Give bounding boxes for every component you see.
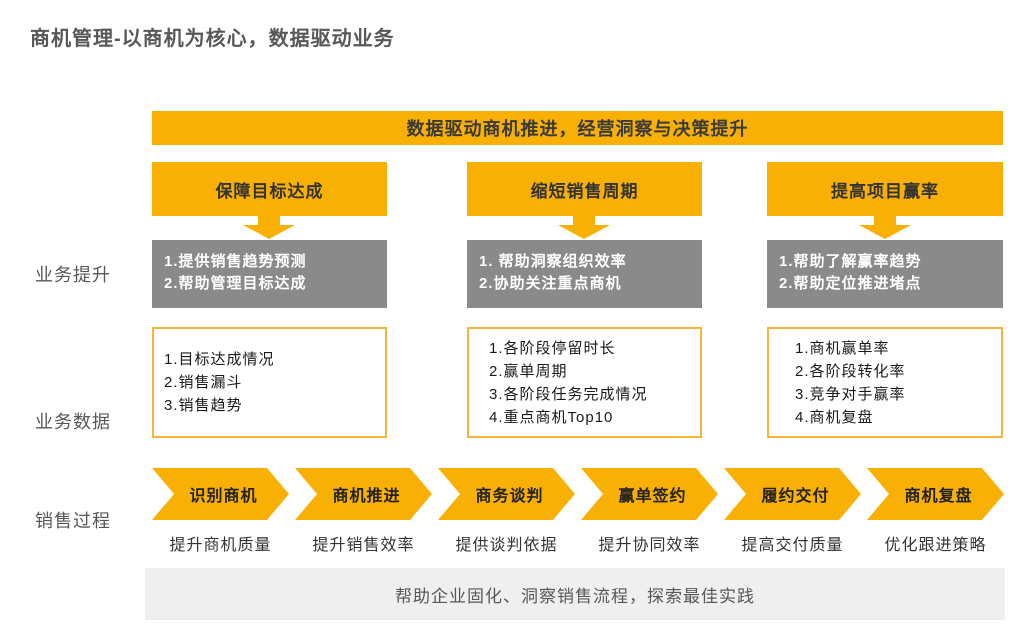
metric-line: 1.商机赢单率 — [795, 339, 890, 357]
stage-chevron-5: 履约交付 — [724, 468, 861, 520]
metric-line: 1.目标达成情况 — [164, 351, 275, 368]
metric-line: 2.赢单周期 — [489, 362, 568, 380]
goal-box-3: 提高项目赢率 — [767, 162, 1003, 216]
metric-box-1: 1.目标达成情况 2.销售漏斗 3.销售趋势 — [152, 327, 387, 438]
benefit-line: 1.提供销售趋势预测 — [164, 253, 307, 270]
stage-value-4: 提升协同效率 — [598, 537, 701, 554]
stage-chevron-2: 商机推进 — [295, 468, 432, 520]
stage-chevron-3: 商务谈判 — [438, 468, 575, 520]
goal-box-1: 保障目标达成 — [152, 162, 387, 216]
stage-value-5: 提高交付质量 — [741, 537, 844, 554]
metric-line: 2.各阶段转化率 — [795, 362, 906, 380]
stage-chevron-4: 赢单签约 — [581, 468, 718, 520]
benefit-line: 2.帮助管理目标达成 — [164, 275, 307, 292]
metric-line: 3.竞争对手赢率 — [795, 385, 906, 403]
metric-line: 3.销售趋势 — [164, 397, 243, 414]
stage-value-3: 提供谈判依据 — [455, 537, 558, 554]
down-arrow-icon — [859, 216, 911, 239]
benefit-box-1: 1.提供销售趋势预测 2.帮助管理目标达成 — [152, 240, 387, 308]
metric-box-2: 1.各阶段停留时长 2.赢单周期 3.各阶段任务完成情况 4.重点商机Top10 — [467, 327, 702, 438]
metric-line: 3.各阶段任务完成情况 — [489, 385, 648, 403]
metric-box-3: 1.商机赢单率 2.各阶段转化率 3.竞争对手赢率 4.商机复盘 — [767, 327, 1003, 438]
down-arrow-icon — [558, 216, 610, 239]
page-title: 商机管理-以商机为核心，数据驱动业务 — [30, 28, 395, 50]
benefit-line: 2.帮助定位推进堵点 — [779, 275, 922, 292]
goal-box-2: 缩短销售周期 — [467, 162, 702, 216]
row-label-business-benefit: 业务提升 — [35, 265, 111, 285]
row-label-sales-process: 销售过程 — [35, 511, 111, 531]
top-banner: 数据驱动商机推进，经营洞察与决策提升 — [152, 111, 1003, 145]
benefit-box-2: 1. 帮助洞察组织效率 2.协助关注重点商机 — [467, 240, 702, 308]
benefit-line: 1.帮助了解赢率趋势 — [779, 253, 922, 270]
metric-line: 1.各阶段停留时长 — [489, 339, 616, 357]
stage-value-2: 提升销售效率 — [312, 537, 415, 554]
stage-value-6: 优化跟进策略 — [884, 537, 987, 554]
down-arrow-icon — [243, 216, 295, 239]
metric-line: 4.商机复盘 — [795, 408, 874, 426]
row-label-business-data: 业务数据 — [35, 412, 111, 432]
metric-line: 2.销售漏斗 — [164, 374, 243, 391]
benefit-line: 1. 帮助洞察组织效率 — [479, 253, 627, 270]
stage-value-1: 提升商机质量 — [169, 537, 272, 554]
benefit-line: 2.协助关注重点商机 — [479, 275, 622, 292]
stage-chevron-1: 识别商机 — [152, 468, 289, 520]
stage-chevron-6: 商机复盘 — [867, 468, 1004, 520]
footer-bar: 帮助企业固化、洞察销售流程，探索最佳实践 — [145, 568, 1005, 620]
benefit-box-3: 1.帮助了解赢率趋势 2.帮助定位推进堵点 — [767, 240, 1003, 308]
metric-line: 4.重点商机Top10 — [489, 408, 614, 426]
